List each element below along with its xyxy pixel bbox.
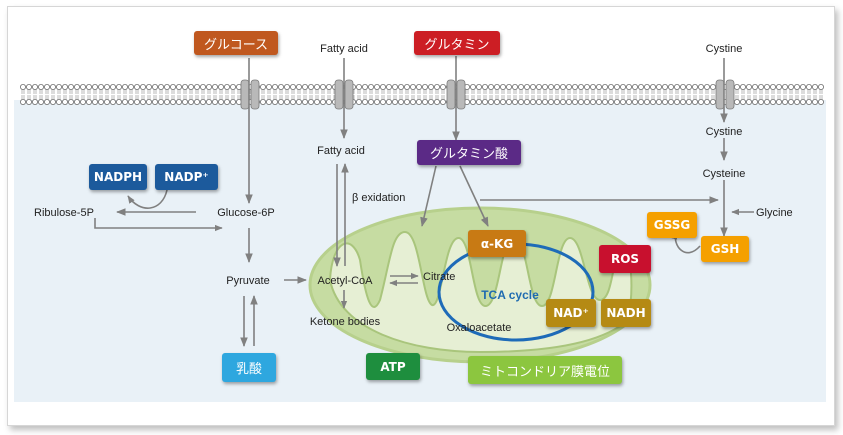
nadph-box: NADPH bbox=[89, 164, 147, 190]
membrane-channel bbox=[334, 79, 354, 110]
pyruvate-label: Pyruvate bbox=[226, 275, 269, 287]
cysteine-label: Cysteine bbox=[703, 168, 746, 180]
arrow bbox=[127, 189, 168, 209]
nadp-plus-box: NADP⁺ bbox=[155, 164, 218, 190]
ribulose-5p-label: Ribulose-5P bbox=[34, 207, 94, 219]
atp-box: ATP bbox=[366, 353, 420, 380]
oxaloacetate-label: Oxaloacetate bbox=[447, 322, 512, 334]
arrow bbox=[420, 165, 437, 227]
nad-plus-box: NAD⁺ bbox=[546, 299, 596, 327]
cystine-label: Cystine bbox=[706, 126, 743, 138]
lactate-box: 乳酸 bbox=[222, 353, 276, 382]
mitochondrial-membrane-potential-box: ミトコンドリア膜電位 bbox=[468, 356, 622, 384]
cell-membrane bbox=[20, 84, 824, 105]
glucose-6p-label: Glucose-6P bbox=[217, 207, 274, 219]
ros-box: ROS bbox=[599, 245, 651, 273]
glucose-box: グルコース bbox=[194, 31, 278, 55]
nadh-box: NADH bbox=[601, 299, 651, 327]
membrane-channel bbox=[715, 79, 735, 110]
gsh-box: GSH bbox=[701, 236, 749, 262]
glutamic-acid-box: グルタミン酸 bbox=[417, 140, 521, 165]
membrane-channel bbox=[446, 79, 466, 110]
membrane-channel bbox=[240, 79, 260, 110]
fatty-acid-label: Fatty acid bbox=[317, 145, 365, 157]
arrow bbox=[459, 165, 489, 227]
fatty-acid-extracellular-label: Fatty acid bbox=[320, 43, 368, 55]
alpha-kg-box: α-KG bbox=[468, 230, 526, 257]
citrate-label: Citrate bbox=[423, 271, 455, 283]
glycine-label: Glycine bbox=[756, 207, 793, 219]
gssg-box: GSSG bbox=[647, 212, 697, 238]
arrow bbox=[94, 218, 223, 232]
beta-oxidation-label: β exidation bbox=[352, 192, 405, 204]
tca-cycle-label: TCA cycle bbox=[481, 288, 539, 302]
acetyl-coa-label: Acetyl-CoA bbox=[317, 275, 373, 287]
glutamine-box: グルタミン bbox=[414, 31, 500, 55]
ketone-bodies-label: Ketone bodies bbox=[310, 316, 381, 328]
cystine-extracellular-label: Cystine bbox=[706, 43, 743, 55]
